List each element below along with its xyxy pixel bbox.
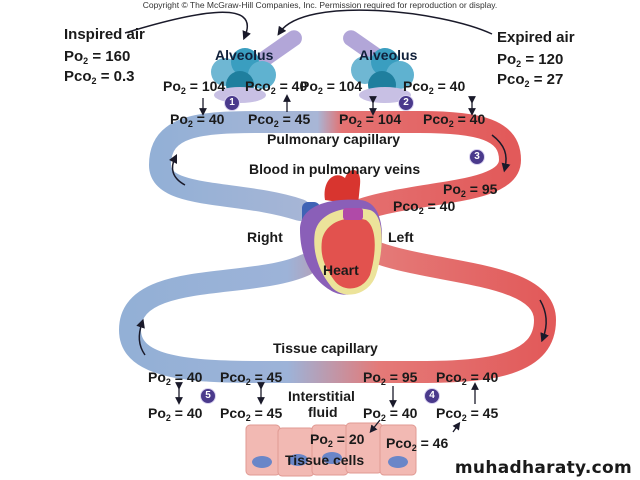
- inspired-pco2: Pco2 = 0.3: [64, 68, 135, 86]
- interstitial-left-pco2: Pco2 = 45: [220, 405, 283, 423]
- tissue-cells-label: Tissue cells: [285, 452, 365, 468]
- alveolus-right-label: Alveolus: [359, 47, 418, 63]
- tissue-cells-pco2: Pco2 = 46: [386, 435, 449, 453]
- tissue-capillary-label: Tissue capillary: [273, 340, 378, 356]
- expired-air-arrow-real: [280, 15, 493, 35]
- exhale-arrow-visible: [280, 16, 495, 34]
- flow-arrow-systemic-right: [539, 299, 549, 343]
- copyright-notice: Copyright © The McGraw-Hill Companies, I…: [142, 0, 498, 10]
- expired-pco2: Pco2 = 27: [497, 71, 564, 89]
- step-badge-5: 5: [200, 388, 216, 404]
- flow-arrow-systemic-left: [136, 318, 146, 356]
- veins-po2: Po2 = 95: [443, 181, 498, 199]
- tissue-cells-illustration: [245, 422, 417, 477]
- pulmonary-in-po2: Po2 = 40: [170, 111, 225, 129]
- step-badge-3: 3: [469, 149, 485, 165]
- tissue-arterial-pco2: Pco2 = 40: [436, 369, 499, 387]
- tissue-capillary-loop: [118, 239, 557, 383]
- step-badge-4: 4: [424, 388, 440, 404]
- alveolus-left-illustration: [211, 30, 302, 103]
- pulmonary-capillary-loop: [148, 111, 522, 221]
- expired-air-arrow-final: [277, 9, 493, 36]
- interstitial-label-line2: fluid: [308, 404, 338, 420]
- tissue-venous-po2: Po2 = 40: [148, 369, 203, 387]
- pulmonary-out-po2: Po2 = 104: [339, 111, 402, 129]
- alveolus-right-pco2: Pco2 = 40: [403, 78, 466, 96]
- interstitial-label-line1: Interstitial: [288, 388, 355, 404]
- expired-air-title: Expired air: [497, 29, 575, 46]
- inspired-air-arrow: [124, 11, 251, 41]
- heart-label: Heart: [323, 262, 359, 278]
- alveolus-right-po2: Po2 = 104: [300, 78, 363, 96]
- pulmonary-capillary-label: Pulmonary capillary: [267, 131, 401, 147]
- expired-arrow-drawn: [280, 14, 493, 34]
- alveolus-left-label: Alveolus: [215, 47, 274, 63]
- tissue-cells-po2: Po2 = 20: [310, 431, 365, 449]
- pulmonary-out-pco2: Pco2 = 40: [423, 111, 486, 129]
- interstitial-left-po2: Po2 = 40: [148, 405, 203, 423]
- veins-pco2: Pco2 = 40: [393, 198, 456, 216]
- interstitial-right-pco2: Pco2 = 45: [436, 405, 499, 423]
- tissue-venous-pco2: Pco2 = 45: [220, 369, 283, 387]
- right-side-label: Right: [247, 229, 283, 245]
- flow-arrow-pulmonary-left: [168, 153, 186, 186]
- step-badge-1: 1: [224, 95, 240, 111]
- pulmonary-in-pco2: Pco2 = 45: [248, 111, 311, 129]
- expired-air-flow: [281, 14, 493, 34]
- step-badge-2: 2: [398, 95, 414, 111]
- expired-air-direction: [280, 16, 493, 34]
- expired-po2: Po2 = 120: [497, 51, 564, 69]
- tissue-arterial-po2: Po2 = 95: [363, 369, 418, 387]
- flow-arrow-pulmonary-right: [491, 134, 511, 173]
- inspired-po2: Po2 = 160: [64, 48, 131, 66]
- watermark: muhadharaty.com: [454, 458, 632, 478]
- expired-curve-arrow: [281, 15, 493, 35]
- expired-air-out-arrow: [280, 15, 493, 34]
- inspired-air-title: Inspired air: [64, 26, 145, 43]
- heart-illustration: [300, 169, 383, 295]
- exchange-arrows: [175, 94, 479, 434]
- expired-flow-arrow: [280, 16, 493, 34]
- interstitial-right-po2: Po2 = 40: [363, 405, 418, 423]
- left-side-label: Left: [388, 229, 414, 245]
- alveolus-left-po2: Po2 = 104: [163, 78, 226, 96]
- pulmonary-veins-label: Blood in pulmonary veins: [249, 161, 421, 177]
- alveolus-left-pco2: Pco2 = 40: [245, 78, 308, 96]
